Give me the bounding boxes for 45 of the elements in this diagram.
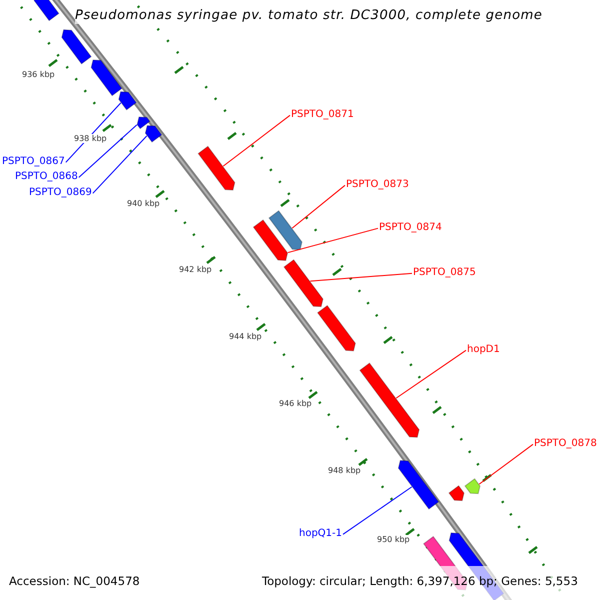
gene-label: PSPTO_0874 xyxy=(379,222,442,234)
gene-label: hopQ1-1 xyxy=(299,528,342,540)
gene-feature xyxy=(252,219,288,261)
gene-feature xyxy=(90,59,122,96)
scale-label: 942 kbp xyxy=(179,265,212,274)
gene-feature xyxy=(118,91,137,110)
scale-label: 938 kbp xyxy=(74,134,107,144)
scale-label: 944 kbp xyxy=(229,332,262,342)
gene-label: PSPTO_0867 xyxy=(2,156,65,168)
gene-label: PSPTO_0869 xyxy=(29,187,92,198)
accession-text: Accession: NC_004578 xyxy=(9,575,140,588)
summary-text: Topology: circular; Length: 6,397,126 bp; Genes: 5,553 xyxy=(262,575,578,588)
gene-feature xyxy=(136,116,150,130)
gene-feature xyxy=(283,259,324,308)
gene-label: PSPTO_0873 xyxy=(346,179,409,190)
gene-label: PSPTO_0878 xyxy=(534,438,597,450)
gene-feature xyxy=(268,210,303,250)
gene-feature xyxy=(359,362,420,438)
gene-feature xyxy=(398,460,440,510)
scale-label: 950 kbp xyxy=(377,535,410,544)
gene-label: PSPTO_0871 xyxy=(291,109,354,120)
scale-label: 936 kbp xyxy=(22,70,55,80)
gene-feature xyxy=(316,304,356,352)
title: Pseudomonas syringae pv. tomato str. DC3000, complete genome xyxy=(75,9,542,24)
leader-line xyxy=(396,350,466,399)
gene-feature xyxy=(198,146,236,191)
gene-label: PSPTO_0875 xyxy=(413,267,476,278)
gene-feature xyxy=(448,485,465,502)
leader-line xyxy=(78,124,138,178)
gene-label: PSPTO_0868 xyxy=(15,171,78,182)
scale-label: 946 kbp xyxy=(279,399,312,408)
leader-line xyxy=(342,486,412,535)
gene-label: hopD1 xyxy=(467,344,500,356)
scale-label: 940 kbp xyxy=(127,199,160,208)
leader-line xyxy=(292,184,346,229)
leader-line xyxy=(478,444,534,485)
gene-feature xyxy=(464,478,481,494)
scale-label: 948 kbp xyxy=(328,466,361,476)
leader-line xyxy=(310,272,412,282)
leader-line xyxy=(222,114,290,167)
gene-feature xyxy=(61,29,92,65)
gene-feature xyxy=(144,125,162,143)
gene-feature xyxy=(34,0,60,22)
leader-line xyxy=(287,228,378,254)
leader-line xyxy=(92,135,148,194)
